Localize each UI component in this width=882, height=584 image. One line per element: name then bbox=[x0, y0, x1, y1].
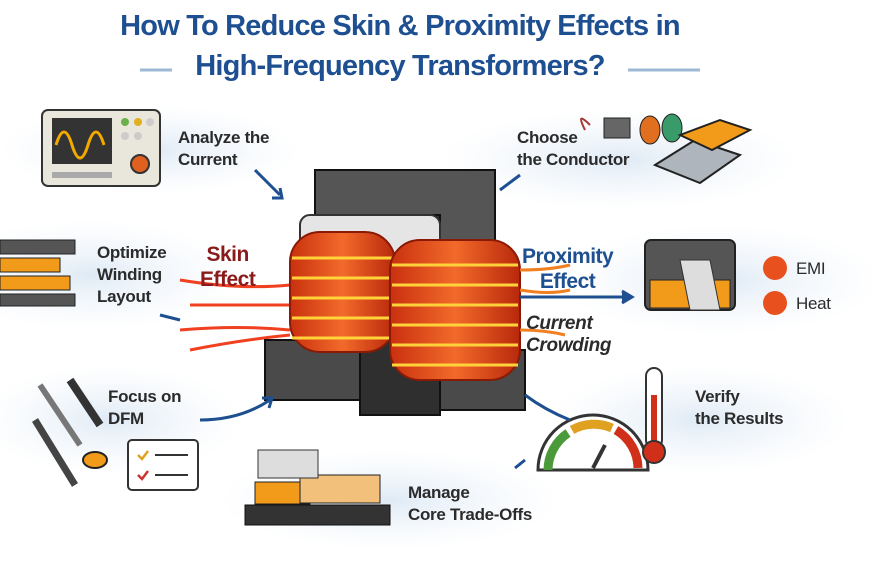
winding-layers-icon bbox=[0, 239, 76, 307]
heat-icon bbox=[763, 291, 787, 315]
heat-label: Heat bbox=[796, 294, 831, 313]
oscilloscope-icon bbox=[41, 109, 161, 187]
title-line-2: High-Frequency Transformers? bbox=[195, 50, 605, 82]
core-stack-icon bbox=[244, 449, 391, 526]
transformer-illustration bbox=[179, 169, 571, 416]
emi-icon bbox=[763, 256, 787, 280]
shielding-box-icon bbox=[644, 239, 736, 311]
checklist-icon bbox=[127, 439, 199, 491]
tools-icon bbox=[32, 377, 108, 487]
title-line-1: How To Reduce Skin & Proximity Effects i… bbox=[120, 10, 680, 42]
emi-label: EMI bbox=[796, 259, 826, 278]
coil-right bbox=[389, 239, 521, 381]
thermometer-icon bbox=[642, 367, 666, 464]
conductor-icon bbox=[580, 113, 753, 185]
flow-arrows bbox=[159, 168, 635, 470]
coil-left bbox=[289, 231, 396, 353]
